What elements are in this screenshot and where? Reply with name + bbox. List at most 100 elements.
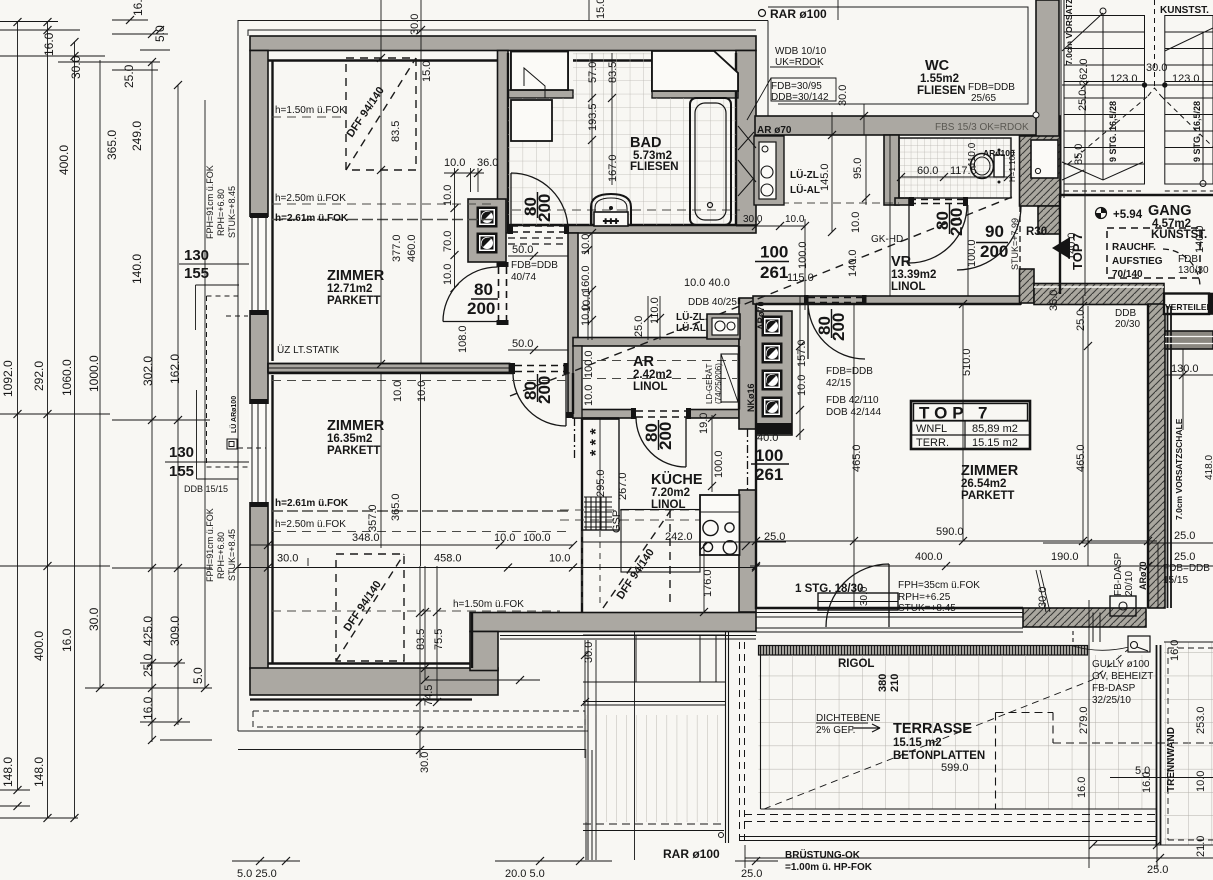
svg-text:BRÜSTUNG-OK: BRÜSTUNG-OK [785, 848, 861, 861]
svg-text:145.0: 145.0 [819, 163, 831, 191]
svg-text:ÜZ LT.STATIK: ÜZ LT.STATIK [277, 344, 340, 356]
svg-text:30.0: 30.0 [69, 55, 83, 79]
svg-text:1000.0: 1000.0 [87, 355, 101, 392]
svg-text:80: 80 [933, 211, 952, 230]
svg-text:30.0: 30.0 [87, 607, 101, 631]
svg-text:130: 130 [184, 247, 209, 264]
svg-text:DICHTEBENE: DICHTEBENE [816, 713, 881, 724]
svg-text:ARø70: ARø70 [1138, 561, 1148, 590]
svg-text:5.73m2: 5.73m2 [633, 150, 672, 162]
svg-text:200: 200 [535, 376, 554, 404]
svg-text:1.55m2: 1.55m2 [920, 73, 959, 85]
svg-text:FDB 42/110: FDB 42/110 [826, 395, 879, 406]
svg-text:249.0: 249.0 [130, 121, 144, 151]
svg-text:30.0: 30.0 [837, 85, 849, 106]
svg-text:LINOL: LINOL [651, 499, 686, 511]
svg-text:75.5: 75.5 [433, 629, 445, 650]
svg-text:100.0: 100.0 [713, 450, 725, 478]
svg-text:WC: WC [925, 58, 950, 74]
svg-text:RPH=+6.80: RPH=+6.80 [216, 189, 226, 236]
svg-text:10.0: 10.0 [583, 385, 595, 406]
svg-text:15/15: 15/15 [1163, 575, 1188, 586]
svg-text:ARø70: ARø70 [756, 301, 766, 330]
svg-text:200: 200 [947, 208, 966, 236]
svg-text:10.0: 10.0 [392, 381, 404, 402]
svg-text:h=1.50m ü.FOK: h=1.50m ü.FOK [275, 105, 346, 116]
svg-text:DDB 15/15: DDB 15/15 [184, 484, 228, 494]
svg-text:10.0: 10.0 [785, 214, 805, 225]
svg-text:FDB=DDB: FDB=DDB [826, 366, 873, 377]
svg-text:425.0: 425.0 [141, 616, 155, 646]
svg-text:30.0: 30.0 [409, 14, 421, 35]
svg-text:ARø100: ARø100 [983, 148, 1015, 158]
svg-text:25.0: 25.0 [122, 64, 136, 88]
svg-text:25.0: 25.0 [141, 653, 155, 677]
svg-text:357.0: 357.0 [367, 504, 379, 532]
svg-text:20.0 5.0: 20.0 5.0 [505, 868, 545, 880]
svg-text:RAR ø100: RAR ø100 [770, 7, 827, 21]
svg-text:20/10: 20/10 [1124, 571, 1135, 596]
svg-text:242.0: 242.0 [665, 531, 693, 543]
svg-text:BETONPLATTEN: BETONPLATTEN [893, 750, 985, 762]
svg-text:190.0: 190.0 [1051, 551, 1079, 563]
svg-text:130: 130 [169, 444, 194, 461]
svg-text:16.0: 16.0 [1169, 640, 1181, 661]
svg-text:4.57m2: 4.57m2 [1152, 218, 1191, 230]
svg-text:9 STG. 16,5/28: 9 STG. 16,5/28 [1108, 101, 1118, 162]
svg-text:83.5: 83.5 [607, 62, 619, 83]
svg-text:35.0: 35.0 [1048, 290, 1060, 311]
svg-text:TRENNWAND: TRENNWAND [1166, 727, 1177, 792]
svg-text:BAD: BAD [630, 135, 661, 151]
svg-text:458.0: 458.0 [434, 553, 462, 565]
svg-text:10.0 40.0: 10.0 40.0 [684, 277, 730, 289]
svg-text:193.5: 193.5 [587, 103, 599, 131]
svg-text:RPH=+6.25: RPH=+6.25 [898, 592, 951, 603]
svg-text:FLIESEN: FLIESEN [630, 161, 679, 173]
svg-text:1092.0: 1092.0 [1, 360, 15, 397]
svg-text:85.0: 85.0 [1073, 144, 1085, 165]
svg-text:+5.94: +5.94 [1113, 209, 1143, 221]
svg-text:GSP: GSP [611, 510, 623, 533]
svg-text:16.35m2: 16.35m2 [327, 433, 372, 445]
svg-text:10.0: 10.0 [581, 291, 593, 312]
svg-text:DDB 40/25: DDB 40/25 [688, 297, 737, 308]
svg-text:162.0: 162.0 [168, 354, 182, 384]
svg-text:FDB=30/95: FDB=30/95 [771, 81, 822, 92]
svg-text:365.0: 365.0 [105, 130, 119, 160]
svg-text:TOP 7: TOP 7 [1070, 233, 1085, 270]
svg-text:KUNSTST.: KUNSTST. [1160, 5, 1209, 16]
svg-text:GULLY ø100: GULLY ø100 [1092, 659, 1150, 670]
svg-text:60.0: 60.0 [917, 165, 938, 177]
svg-text:16.0: 16.0 [141, 696, 155, 720]
svg-text:+++: +++ [603, 216, 619, 226]
svg-text:10.0: 10.0 [850, 212, 862, 233]
svg-text:599.0: 599.0 [941, 762, 969, 774]
svg-text:ZIMMER: ZIMMER [327, 418, 385, 434]
svg-text:5.0: 5.0 [153, 25, 167, 42]
svg-text:30.0: 30.0 [583, 642, 595, 663]
svg-text:10.0: 10.0 [549, 553, 570, 565]
svg-text:TERR.: TERR. [916, 437, 949, 449]
svg-text:80: 80 [474, 280, 493, 299]
svg-text:FB-DASP: FB-DASP [1113, 552, 1124, 596]
svg-text:RPH=+6.80: RPH=+6.80 [216, 532, 226, 579]
svg-text:100: 100 [760, 243, 788, 262]
svg-text:510.0: 510.0 [961, 348, 973, 376]
svg-text:21.0: 21.0 [1195, 836, 1207, 857]
svg-text:30.0: 30.0 [743, 214, 763, 225]
svg-text:176.0: 176.0 [702, 569, 714, 597]
svg-text:LÜ-AL: LÜ-AL [790, 183, 820, 196]
svg-text:90: 90 [985, 222, 1004, 241]
svg-text:1060.0: 1060.0 [60, 359, 74, 396]
svg-text:LINOL: LINOL [633, 381, 668, 393]
svg-text:WDB 10/10: WDB 10/10 [775, 46, 827, 57]
svg-text:15.15 m2: 15.15 m2 [972, 437, 1018, 449]
svg-text:LÜ-AL: LÜ-AL [676, 321, 706, 334]
svg-text:GANG: GANG [1148, 203, 1192, 219]
svg-text:160.0: 160.0 [580, 265, 592, 293]
svg-text:465.0: 465.0 [851, 444, 863, 472]
svg-text:10.0: 10.0 [444, 157, 465, 169]
svg-text:10.0: 10.0 [442, 264, 454, 285]
svg-text:h=2.50m ü.FOK: h=2.50m ü.FOK [275, 193, 346, 204]
svg-text:VERTEILER: VERTEILER [1165, 302, 1213, 312]
